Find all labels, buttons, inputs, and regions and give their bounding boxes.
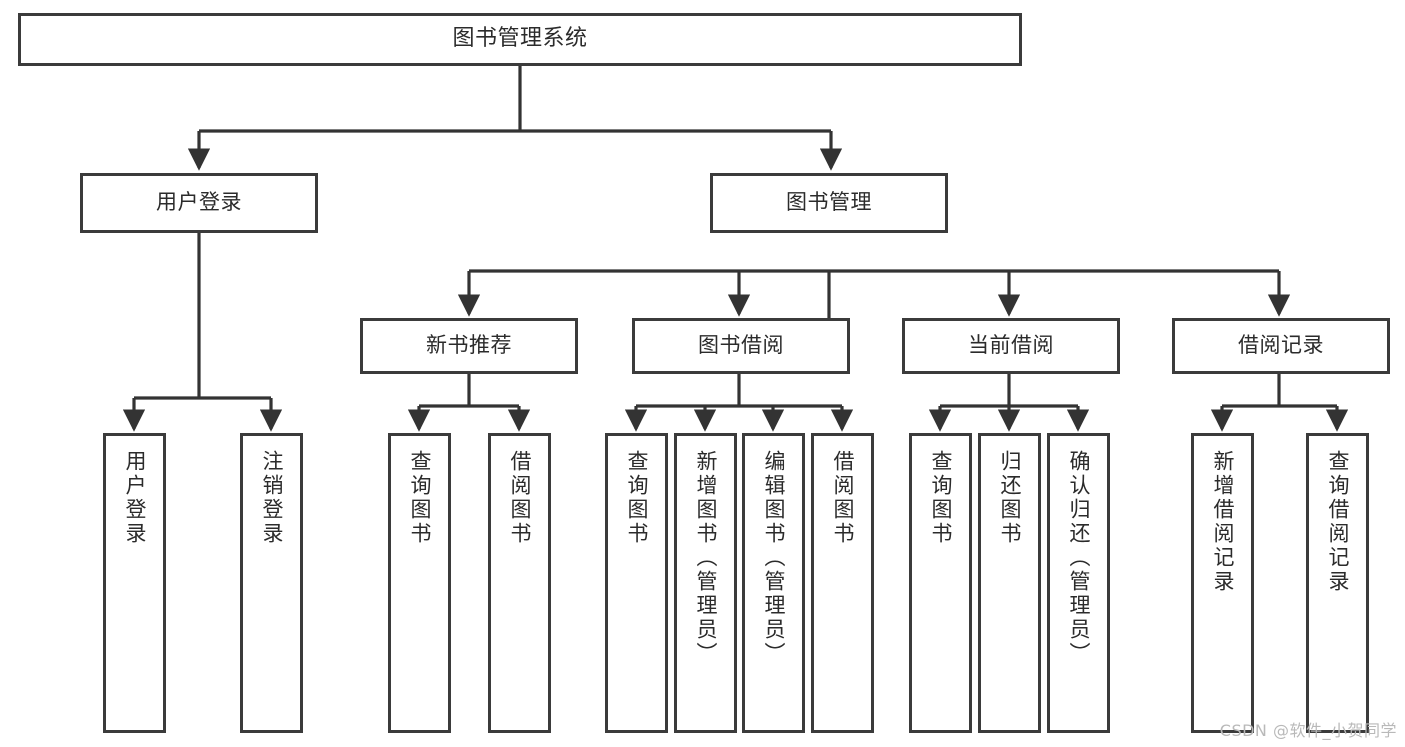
leaf-current-borrow-confirm-return[interactable]: 确认归还（管理员）: [1047, 433, 1110, 733]
node-label: 注销登录: [260, 450, 284, 546]
leaf-new-book-borrow[interactable]: 借阅图书: [488, 433, 551, 733]
leaf-new-book-query[interactable]: 查询图书: [388, 433, 451, 733]
leaf-borrow-records-add[interactable]: 新增借阅记录: [1191, 433, 1254, 733]
node-label: 查询图书: [625, 450, 649, 546]
node-current-borrow[interactable]: 当前借阅: [902, 318, 1120, 374]
leaf-current-borrow-return[interactable]: 归还图书: [978, 433, 1041, 733]
node-label: 图书借阅: [698, 333, 784, 358]
watermark-text: CSDN @软件_小贺同学: [1219, 721, 1397, 740]
node-book-borrow[interactable]: 图书借阅: [632, 318, 850, 374]
node-label: 归还图书: [998, 450, 1022, 546]
node-label: 图书管理: [786, 190, 872, 215]
node-borrow-records[interactable]: 借阅记录: [1172, 318, 1390, 374]
node-label: 编辑图书（管理员）: [762, 450, 786, 666]
node-label: 查询图书: [408, 450, 432, 546]
node-label: 图书管理系统: [452, 26, 588, 52]
node-book-management[interactable]: 图书管理: [710, 173, 948, 233]
leaf-current-borrow-query[interactable]: 查询图书: [909, 433, 972, 733]
node-root-book-management-system[interactable]: 图书管理系统: [18, 13, 1022, 66]
leaf-borrow-records-query[interactable]: 查询借阅记录: [1306, 433, 1369, 733]
leaf-user-login-login[interactable]: 用户登录: [103, 433, 166, 733]
node-label: 新书推荐: [426, 333, 512, 358]
leaf-book-borrow-add[interactable]: 新增图书（管理员）: [674, 433, 737, 733]
node-label: 借阅记录: [1238, 333, 1324, 358]
leaf-user-login-logout[interactable]: 注销登录: [240, 433, 303, 733]
node-user-login[interactable]: 用户登录: [80, 173, 318, 233]
node-label: 新增借阅记录: [1211, 450, 1235, 594]
leaf-book-borrow-borrow[interactable]: 借阅图书: [811, 433, 874, 733]
node-label: 确认归还（管理员）: [1067, 450, 1091, 666]
leaf-book-borrow-edit[interactable]: 编辑图书（管理员）: [742, 433, 805, 733]
node-label: 借阅图书: [831, 450, 855, 546]
node-label: 新增图书（管理员）: [694, 450, 718, 666]
node-label: 借阅图书: [508, 450, 532, 546]
node-label: 当前借阅: [968, 333, 1054, 358]
node-label: 查询图书: [929, 450, 953, 546]
leaf-book-borrow-query[interactable]: 查询图书: [605, 433, 668, 733]
node-label: 用户登录: [156, 190, 242, 215]
node-new-book-recommend[interactable]: 新书推荐: [360, 318, 578, 374]
node-label: 查询借阅记录: [1326, 450, 1350, 594]
node-label: 用户登录: [123, 450, 147, 546]
